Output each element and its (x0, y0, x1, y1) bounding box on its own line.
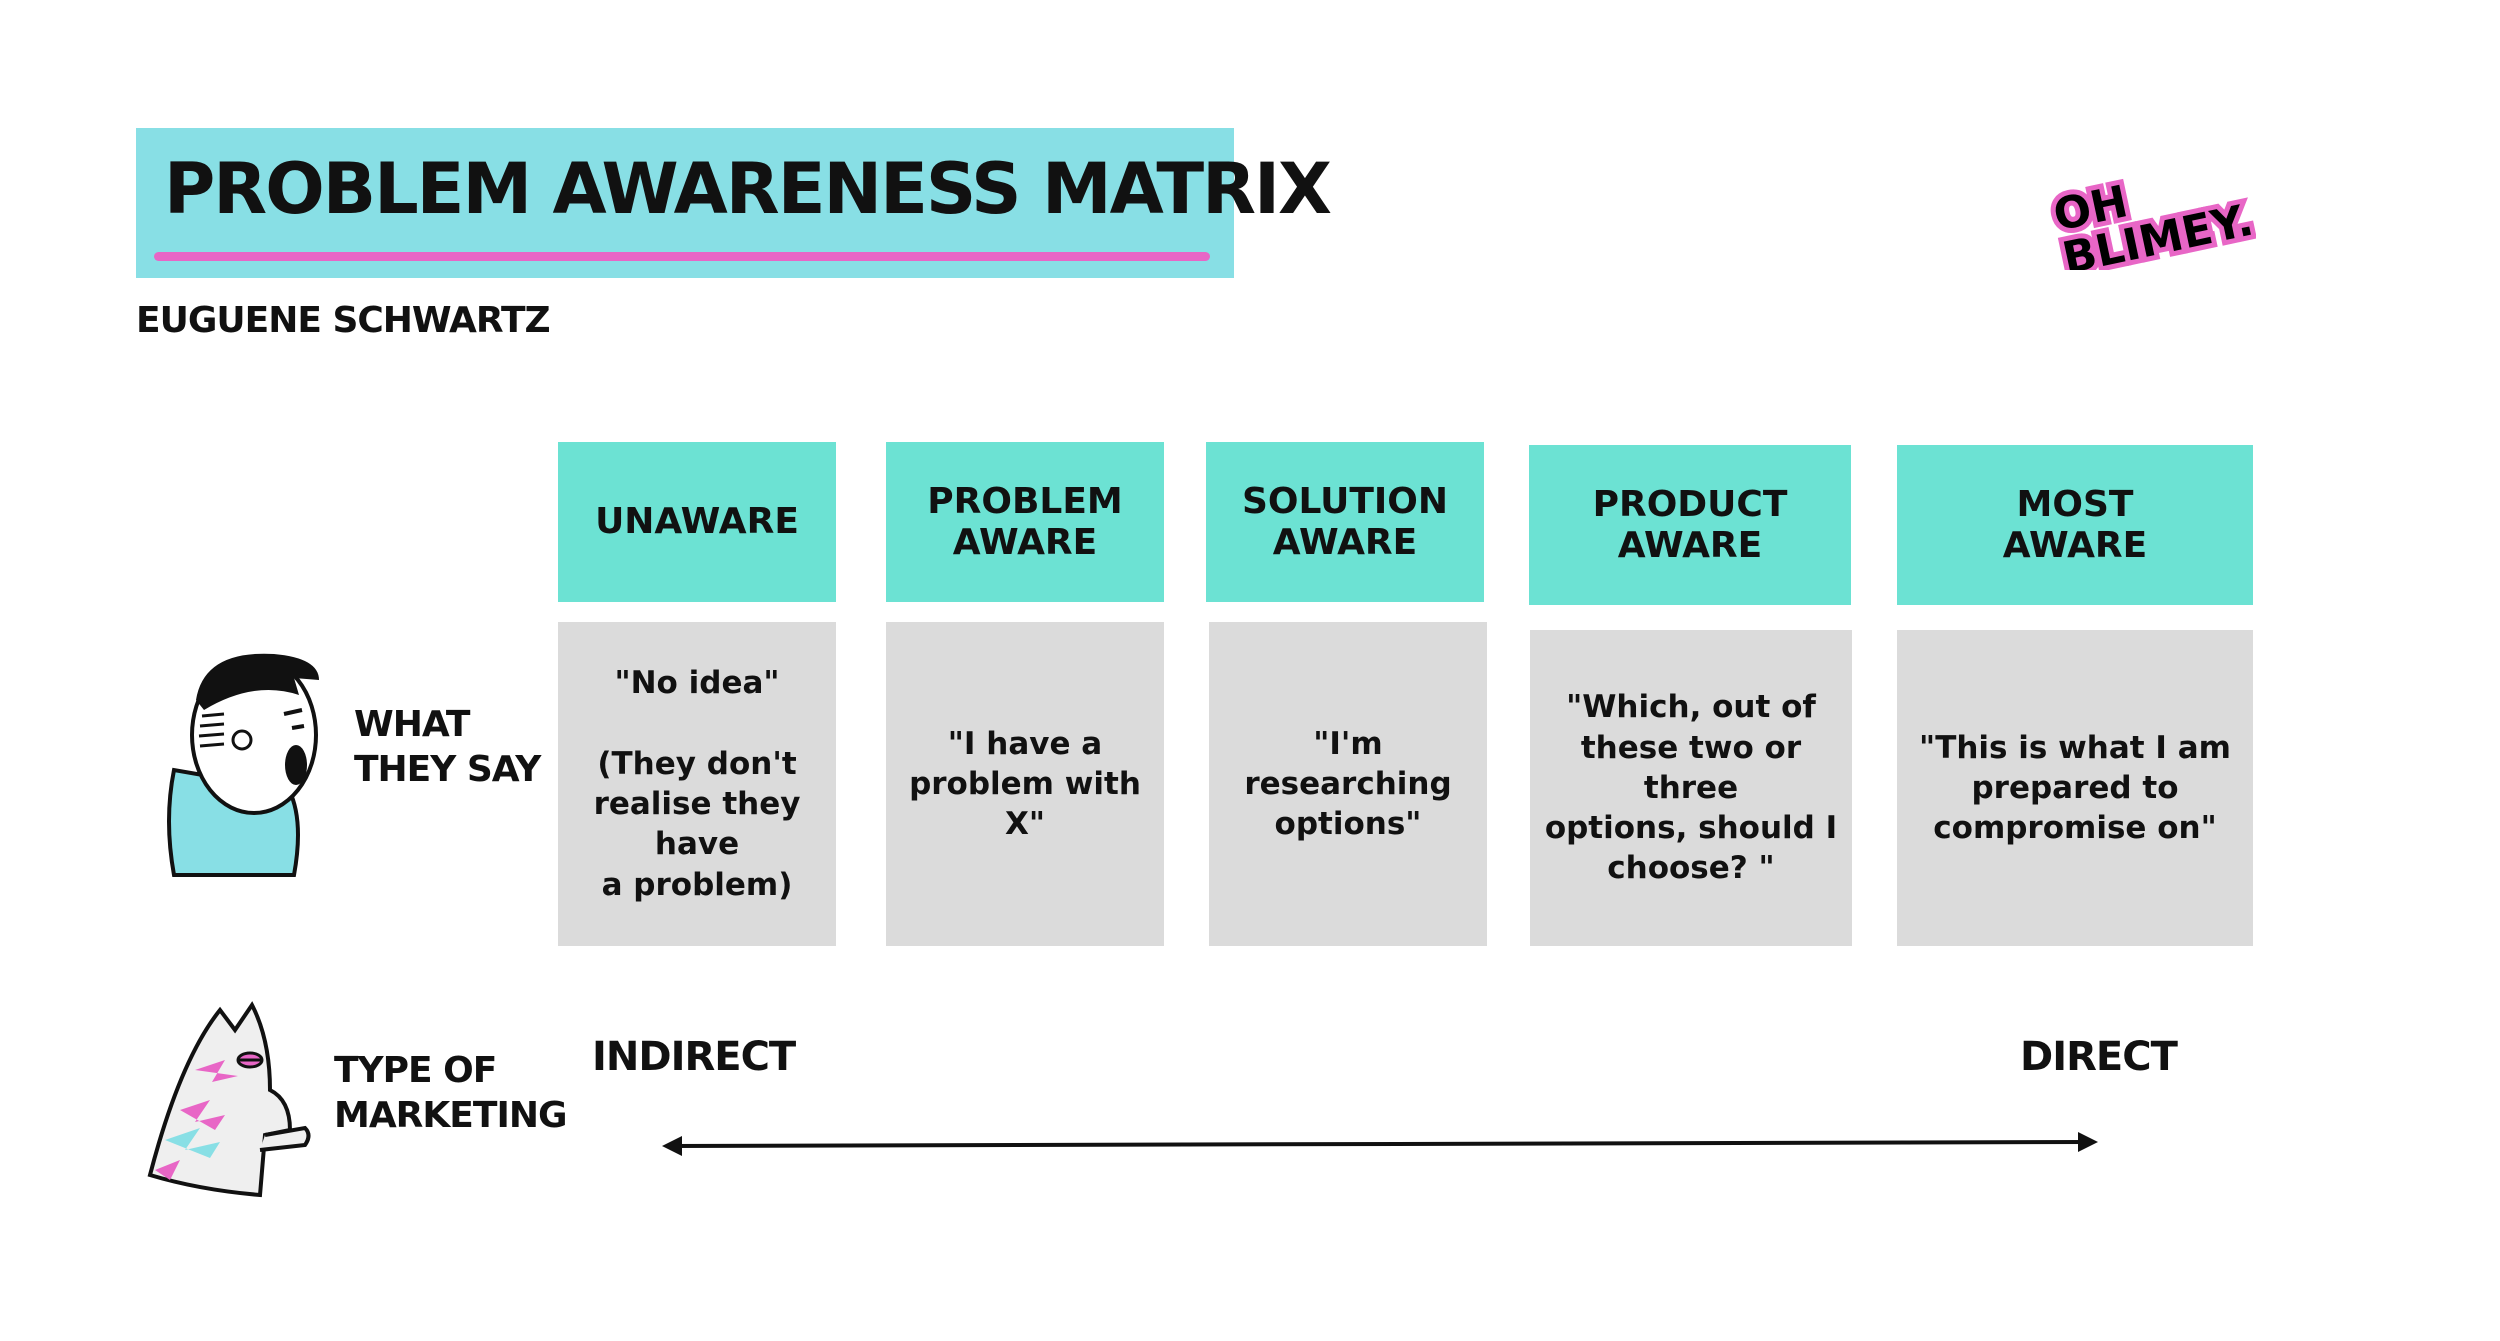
page-title: PROBLEM AWARENESS MATRIX (164, 148, 1332, 230)
pink-blue-cat-illustration-icon (147, 1001, 311, 1198)
column-header-solution-aware: SOLUTION AWARE (1206, 442, 1484, 602)
title-banner: PROBLEM AWARENESS MATRIX (136, 128, 1332, 278)
scale-label-direct: DIRECT (2020, 1034, 2178, 1080)
say-cell-most-aware: "This is what I am prepared to compromis… (1897, 630, 2253, 946)
scale-label-indirect: INDIRECT (592, 1034, 796, 1080)
row-label-type-of-marketing: TYPE OF MARKETING (334, 1050, 568, 1136)
column-header-problem-aware: PROBLEM AWARE (886, 442, 1164, 602)
column-header-most-aware: MOST AWARE (1897, 445, 2253, 605)
column-header-unaware: UNAWARE (558, 442, 836, 602)
say-cell-problem-aware: "I have a problem with X" (886, 622, 1164, 946)
say-cell-solution-aware: "I'm researching options" (1209, 622, 1487, 946)
title-underline (154, 252, 1210, 261)
oh-blimey-logo: OH BLIMEY. (2044, 171, 2256, 270)
say-cell-unaware: "No idea" (They don't realise they have … (558, 622, 836, 946)
column-header-product-aware: PRODUCT AWARE (1529, 445, 1851, 605)
author-name: EUGUENE SCHWARTZ (136, 300, 551, 341)
say-cell-product-aware: "Which, out of these two or three option… (1530, 630, 1852, 946)
double-headed-arrow-icon (662, 1132, 2098, 1156)
shouting-man-illustration-icon (167, 653, 319, 877)
row-label-what-they-say: WHAT THEY SAY (354, 704, 541, 790)
